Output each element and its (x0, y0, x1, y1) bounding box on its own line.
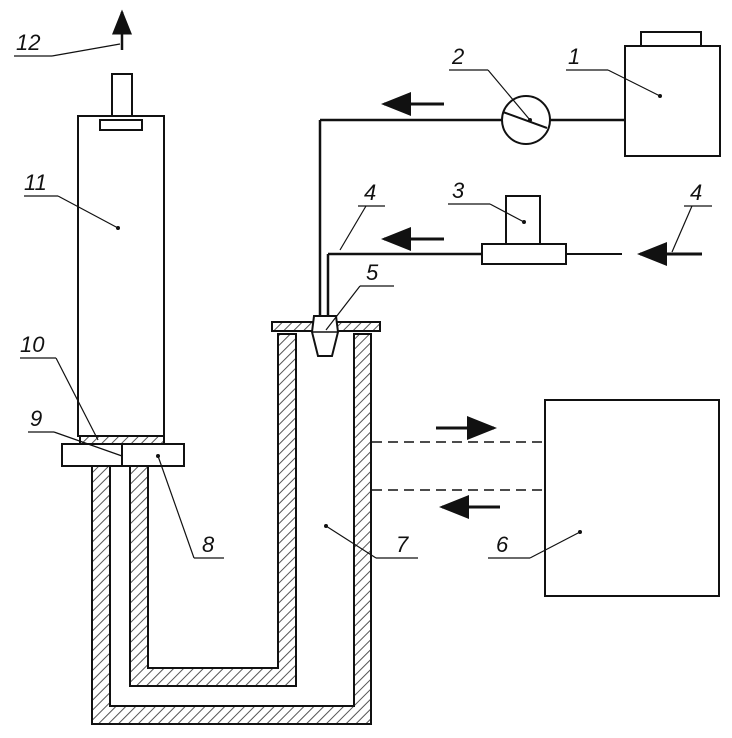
dashed-connections (372, 441, 545, 491)
label-1: 1 (568, 44, 580, 69)
label-8: 8 (202, 532, 215, 557)
label-10: 10 (20, 332, 45, 357)
label-5: 5 (366, 260, 379, 285)
component-8-base (61, 443, 185, 467)
component-2-pump (501, 95, 551, 145)
leader-dots (116, 94, 662, 534)
component-10-filter (79, 435, 165, 445)
pipe-upper (318, 118, 625, 318)
label-12: 12 (16, 30, 40, 55)
label-9: 9 (30, 406, 42, 431)
component-11-column (77, 73, 165, 437)
label-3: 3 (452, 178, 465, 203)
component-5-injector (310, 315, 340, 357)
u-tube-vessel (91, 333, 372, 725)
component-6-thermostat (544, 399, 720, 597)
flow-arrows (112, 9, 702, 519)
component-1-tank (624, 31, 721, 157)
pipe-lower (326, 252, 622, 318)
label-4-right: 4 (690, 180, 702, 205)
label-2: 2 (451, 44, 464, 69)
leader-lines (14, 43, 712, 559)
label-4-left: 4 (364, 180, 376, 205)
label-11: 11 (24, 170, 47, 195)
label-6: 6 (496, 532, 509, 557)
label-7: 7 (396, 532, 409, 557)
